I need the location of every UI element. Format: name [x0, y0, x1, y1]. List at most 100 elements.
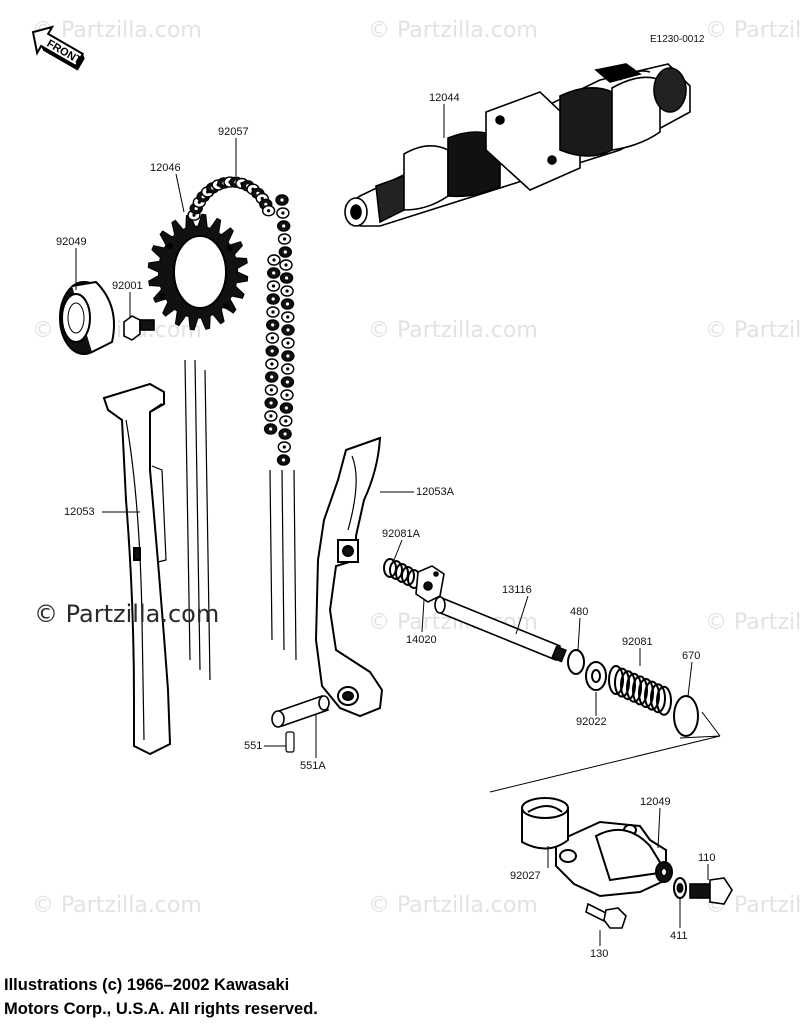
part-label-551A[interactable]: 551A — [300, 760, 326, 772]
chain-pin — [285, 302, 290, 306]
chain-pin — [271, 297, 275, 301]
part-label-92081[interactable]: 92081 — [622, 636, 653, 648]
housing-gasket-sleeve — [521, 797, 569, 850]
chain-pin — [286, 315, 290, 319]
spring-coil — [614, 667, 630, 698]
cap-bolt — [689, 877, 733, 905]
chain-pin — [269, 427, 273, 431]
chain-pin — [284, 263, 288, 267]
part-label-14020[interactable]: 14020 — [406, 634, 437, 646]
part-label-92001[interactable]: 92001 — [112, 280, 143, 292]
chain-pin — [270, 362, 274, 366]
part-label-92049[interactable]: 92049 — [56, 236, 87, 248]
chain-pin — [284, 419, 288, 423]
part-label-92022[interactable]: 92022 — [576, 716, 607, 728]
chain-pin — [286, 328, 290, 332]
part-label-411[interactable]: 411 — [670, 930, 688, 942]
spring-coil — [608, 665, 624, 695]
part-label-480[interactable]: 480 — [570, 606, 589, 618]
dowel-pin — [285, 731, 295, 753]
watermark: © Partzilla.com — [705, 610, 800, 635]
spring-coil — [656, 685, 672, 716]
watermark: © Partzilla.com — [32, 893, 202, 918]
chain-pin — [281, 458, 286, 462]
part-label-12046[interactable]: 12046 — [150, 162, 181, 174]
part-label-12053[interactable]: 12053 — [64, 506, 95, 518]
chain-pin — [272, 258, 276, 262]
copyright-notice: Illustrations (c) 1966–2002 Kawasaki Mot… — [4, 973, 318, 1021]
part-label-110[interactable]: 110 — [698, 852, 716, 864]
cam-sprocket — [147, 213, 249, 331]
chain-guide — [102, 382, 172, 756]
circlip — [567, 649, 585, 675]
assembly-guide-lines — [489, 711, 721, 793]
watermark-large: © Partzilla.com — [34, 600, 220, 628]
part-label-92057[interactable]: 92057 — [218, 126, 249, 138]
camshaft — [344, 63, 691, 227]
chain-pin — [282, 237, 287, 241]
chain-pin — [281, 211, 285, 215]
chain-pin — [267, 209, 271, 213]
part-label-551[interactable]: 551 — [244, 740, 263, 752]
chain-pin — [286, 367, 290, 371]
chain-pin — [269, 414, 273, 418]
chain-pin — [285, 276, 289, 280]
spring-coil — [638, 678, 654, 708]
chain-path-lines — [184, 359, 297, 681]
o-ring — [673, 695, 699, 737]
chain-pin — [282, 445, 286, 449]
pivot-pin — [271, 694, 330, 728]
chain-pin — [192, 213, 196, 217]
cam-chain — [187, 176, 295, 466]
chain-pin — [271, 310, 275, 314]
watermark: © Partzilla.com — [368, 893, 538, 918]
watermark: © Partzilla.com — [368, 18, 538, 43]
chain-pin — [280, 198, 284, 202]
watermark: © Partzilla.com — [705, 18, 800, 43]
chain-pin — [271, 284, 276, 288]
housing-bolt — [585, 902, 627, 929]
push-rod — [434, 596, 567, 663]
spring-coil — [644, 680, 660, 711]
sprocket-bolt — [123, 315, 155, 341]
leader-lines — [75, 104, 709, 946]
chain-pin — [283, 432, 287, 436]
sealing-washer — [673, 877, 687, 899]
copyright-line-2: Motors Corp., U.S.A. All rights reserved… — [4, 1000, 318, 1018]
chain-pin — [282, 224, 286, 228]
chain-pin — [264, 202, 268, 206]
diagram-reference-code: E1230-0012 — [650, 34, 705, 45]
chain-pin — [286, 341, 290, 345]
chain-pin — [270, 375, 274, 379]
washer — [585, 661, 607, 691]
watermark: © Partzilla.com — [32, 18, 202, 43]
chain-pin — [269, 401, 273, 405]
part-label-92027[interactable]: 92027 — [510, 870, 541, 882]
push-block — [415, 565, 445, 603]
copyright-line-1: Illustrations (c) 1966–2002 Kawasaki — [4, 976, 290, 994]
part-label-130[interactable]: 130 — [590, 948, 609, 960]
part-label-12049[interactable]: 12049 — [640, 796, 671, 808]
chain-pin — [272, 271, 276, 275]
spring-coil — [650, 683, 666, 714]
chain-pin — [283, 250, 287, 254]
watermark: © Partzilla.com — [368, 318, 538, 343]
part-label-13116[interactable]: 13116 — [502, 584, 532, 596]
part-label-12053A[interactable]: 12053A — [416, 486, 454, 498]
oil-seal — [59, 280, 115, 355]
front-arrow-icon: FRONT — [31, 25, 85, 71]
chain-pin — [270, 336, 274, 340]
tensioner-arm — [314, 436, 384, 718]
part-label-670[interactable]: 670 — [682, 650, 701, 662]
tensioner-spring — [608, 665, 672, 716]
chain-pin — [286, 354, 290, 358]
tensioner-housing — [555, 820, 673, 898]
spring-coil — [632, 675, 648, 706]
chain-pin — [270, 349, 274, 353]
spring-coil — [626, 672, 642, 703]
chain-pin — [285, 393, 289, 397]
part-label-12044[interactable]: 12044 — [429, 92, 460, 104]
part-label-92081A[interactable]: 92081A — [382, 528, 420, 540]
